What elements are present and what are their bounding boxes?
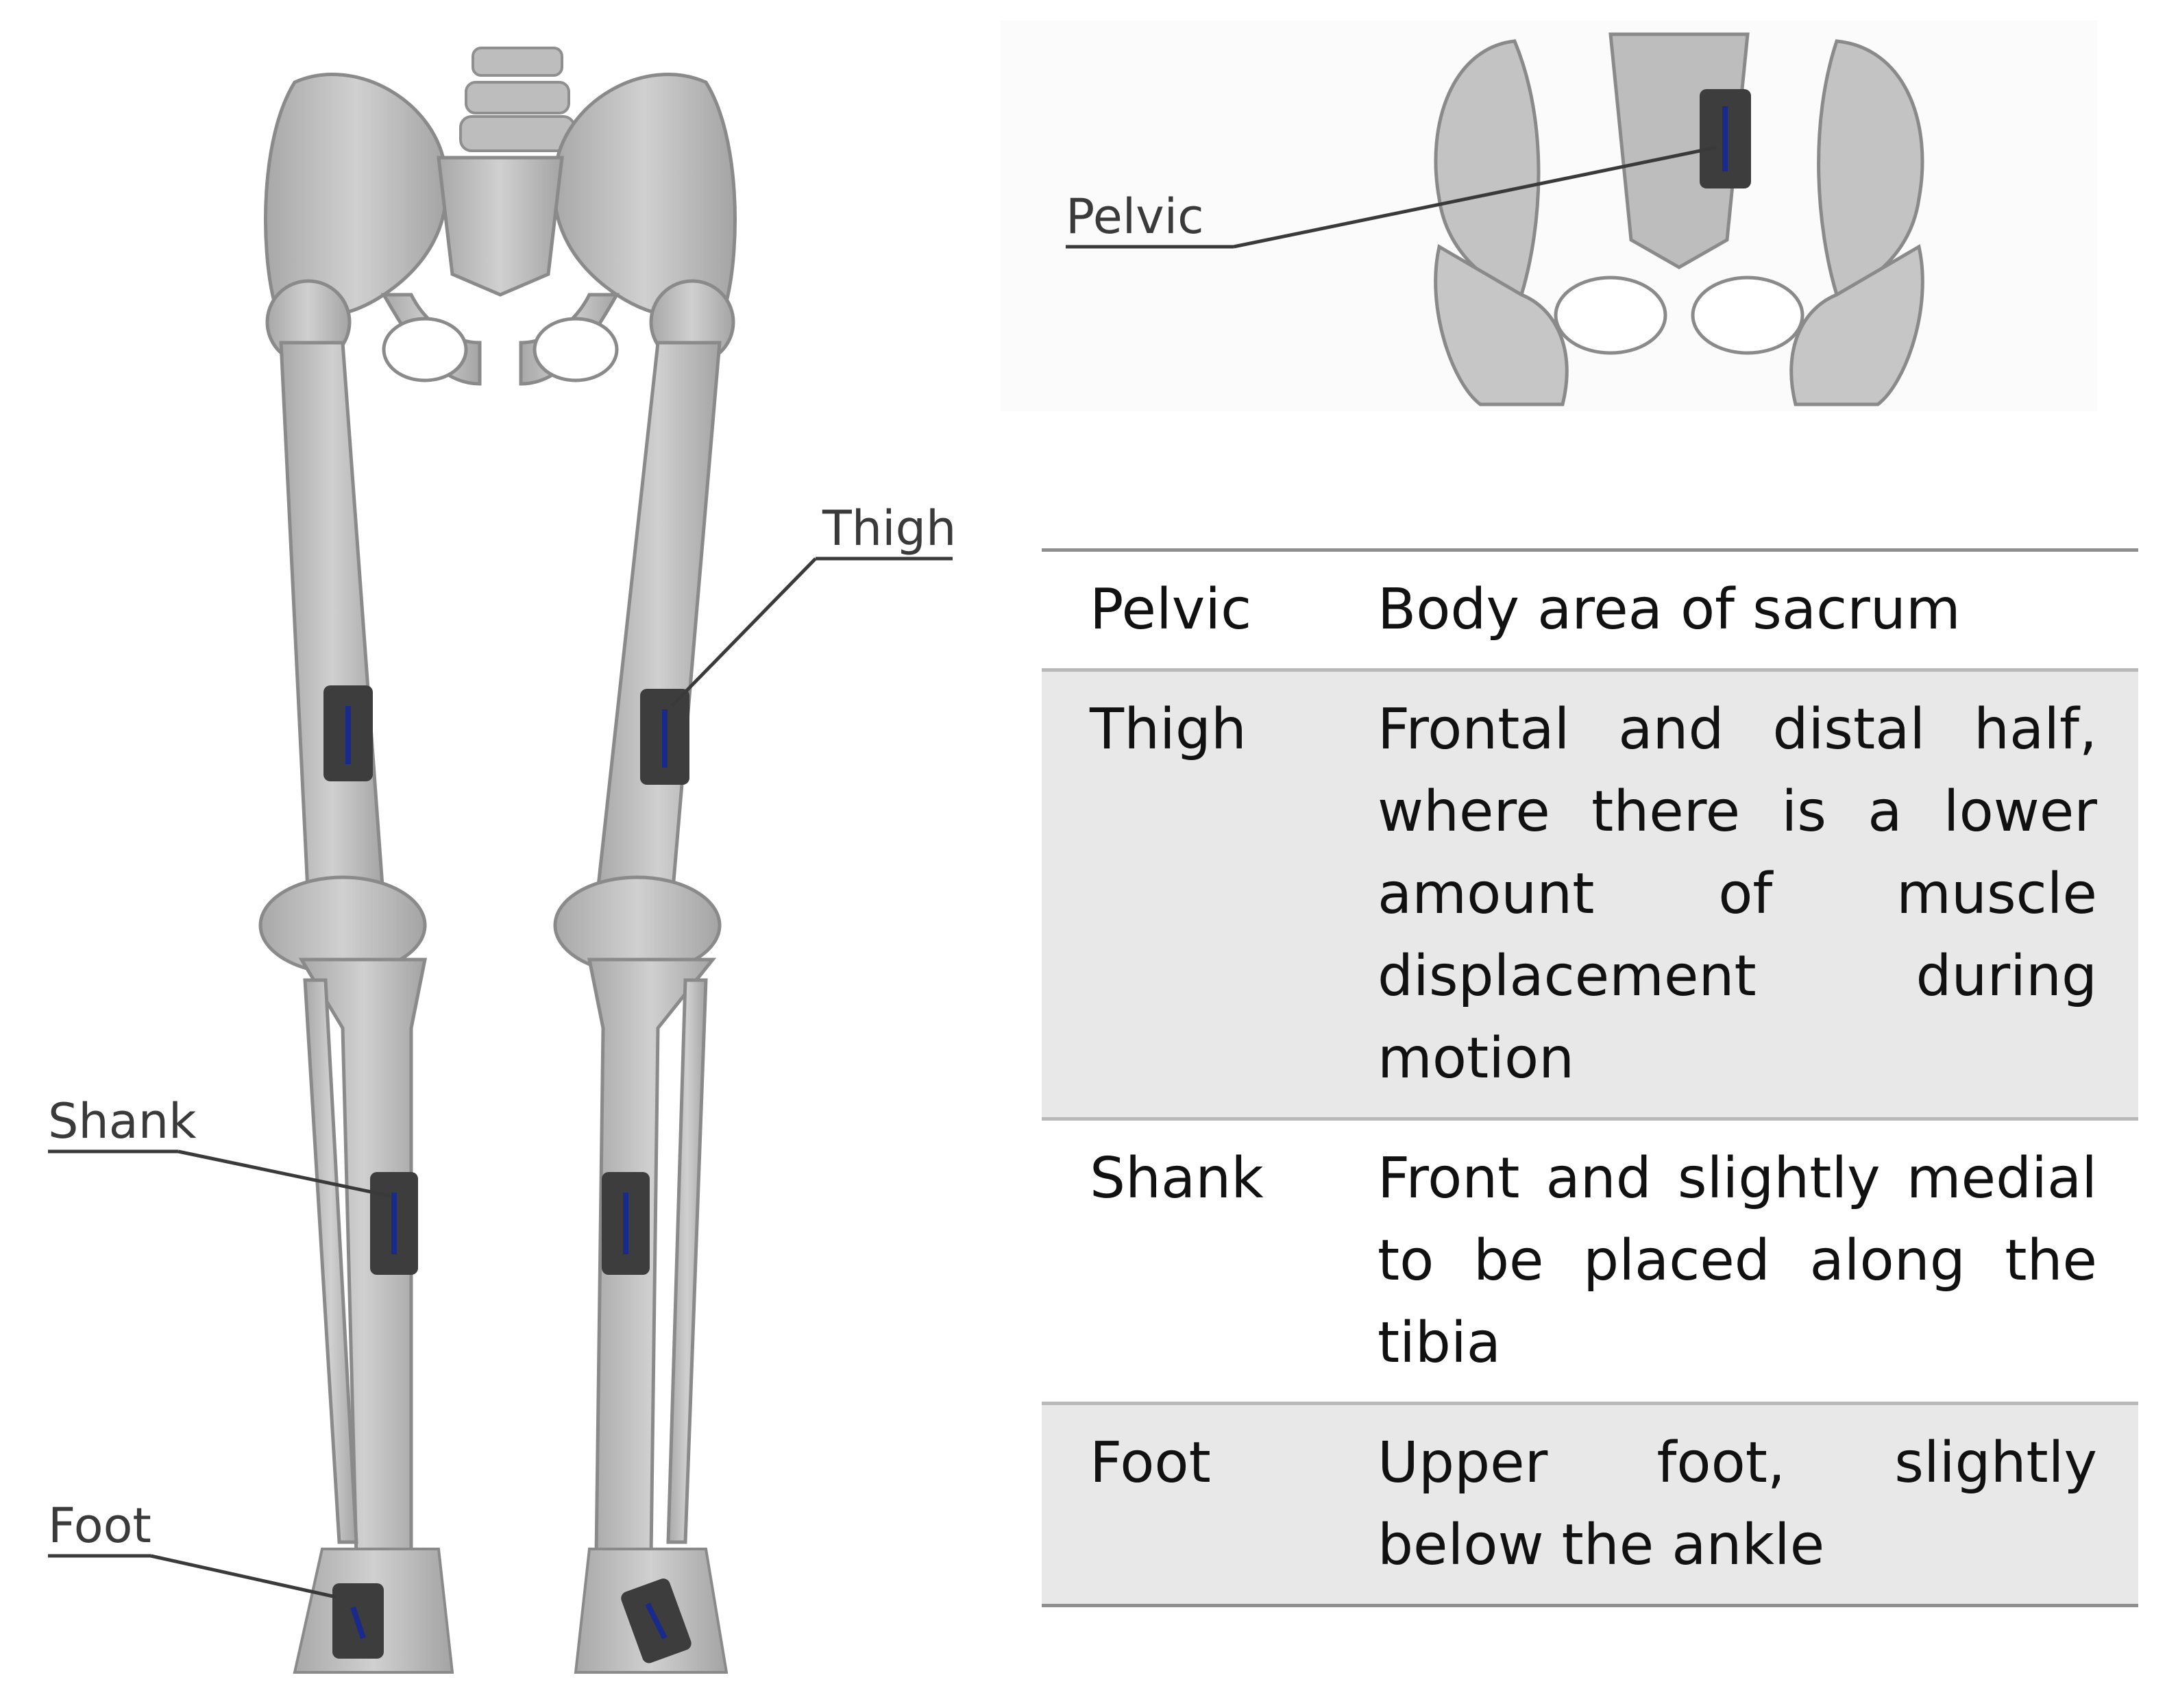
left-femur bbox=[258, 279, 427, 975]
description-cell: Upper foot, slightly below the ankle bbox=[1378, 1402, 2138, 1606]
foot-sensor-left bbox=[332, 1583, 384, 1659]
description-cell: Frontal and distal half, where there is … bbox=[1378, 668, 2138, 1119]
thigh-callout: Thigh bbox=[670, 500, 956, 707]
shank-label: Shank bbox=[48, 1093, 197, 1149]
segment-cell: Foot bbox=[1042, 1402, 1378, 1606]
thigh-sensor-left bbox=[323, 685, 373, 781]
right-tibia-fibula bbox=[587, 957, 717, 1558]
thigh-sensor-right bbox=[640, 689, 689, 785]
right-femur bbox=[553, 279, 735, 975]
shank-sensor-left bbox=[370, 1172, 418, 1275]
left-tibia-fibula bbox=[298, 957, 428, 1558]
description-cell: Front and slightly medial to be placed a… bbox=[1378, 1117, 2138, 1404]
foot-callout: Foot bbox=[48, 1498, 337, 1599]
table-row: Pelvic Body area of sacrum bbox=[1042, 550, 2138, 670]
pelvic-callout: Pelvic bbox=[1066, 145, 1717, 249]
pelvis-closeup-bones bbox=[1434, 32, 1924, 406]
description-cell: Body area of sacrum bbox=[1378, 577, 1961, 642]
shank-callout: Shank bbox=[48, 1093, 391, 1198]
lower-limb-skeleton: Thigh Shank Foot bbox=[48, 47, 956, 1674]
pelvic-label: Pelvic bbox=[1066, 188, 1204, 245]
foot-label: Foot bbox=[48, 1498, 151, 1554]
thigh-label: Thigh bbox=[822, 500, 956, 557]
segment-cell: Thigh bbox=[1042, 668, 1378, 1119]
segment-cell: Shank bbox=[1042, 1117, 1378, 1404]
pelvic-sensor bbox=[1700, 89, 1751, 188]
pelvis-closeup: Pelvic bbox=[1001, 21, 2097, 411]
pelvis bbox=[264, 73, 737, 386]
segment-cell: Pelvic bbox=[1090, 577, 1252, 642]
shank-sensor-right bbox=[602, 1172, 650, 1275]
foot-sensor-right bbox=[621, 1578, 692, 1663]
spine bbox=[459, 47, 576, 152]
